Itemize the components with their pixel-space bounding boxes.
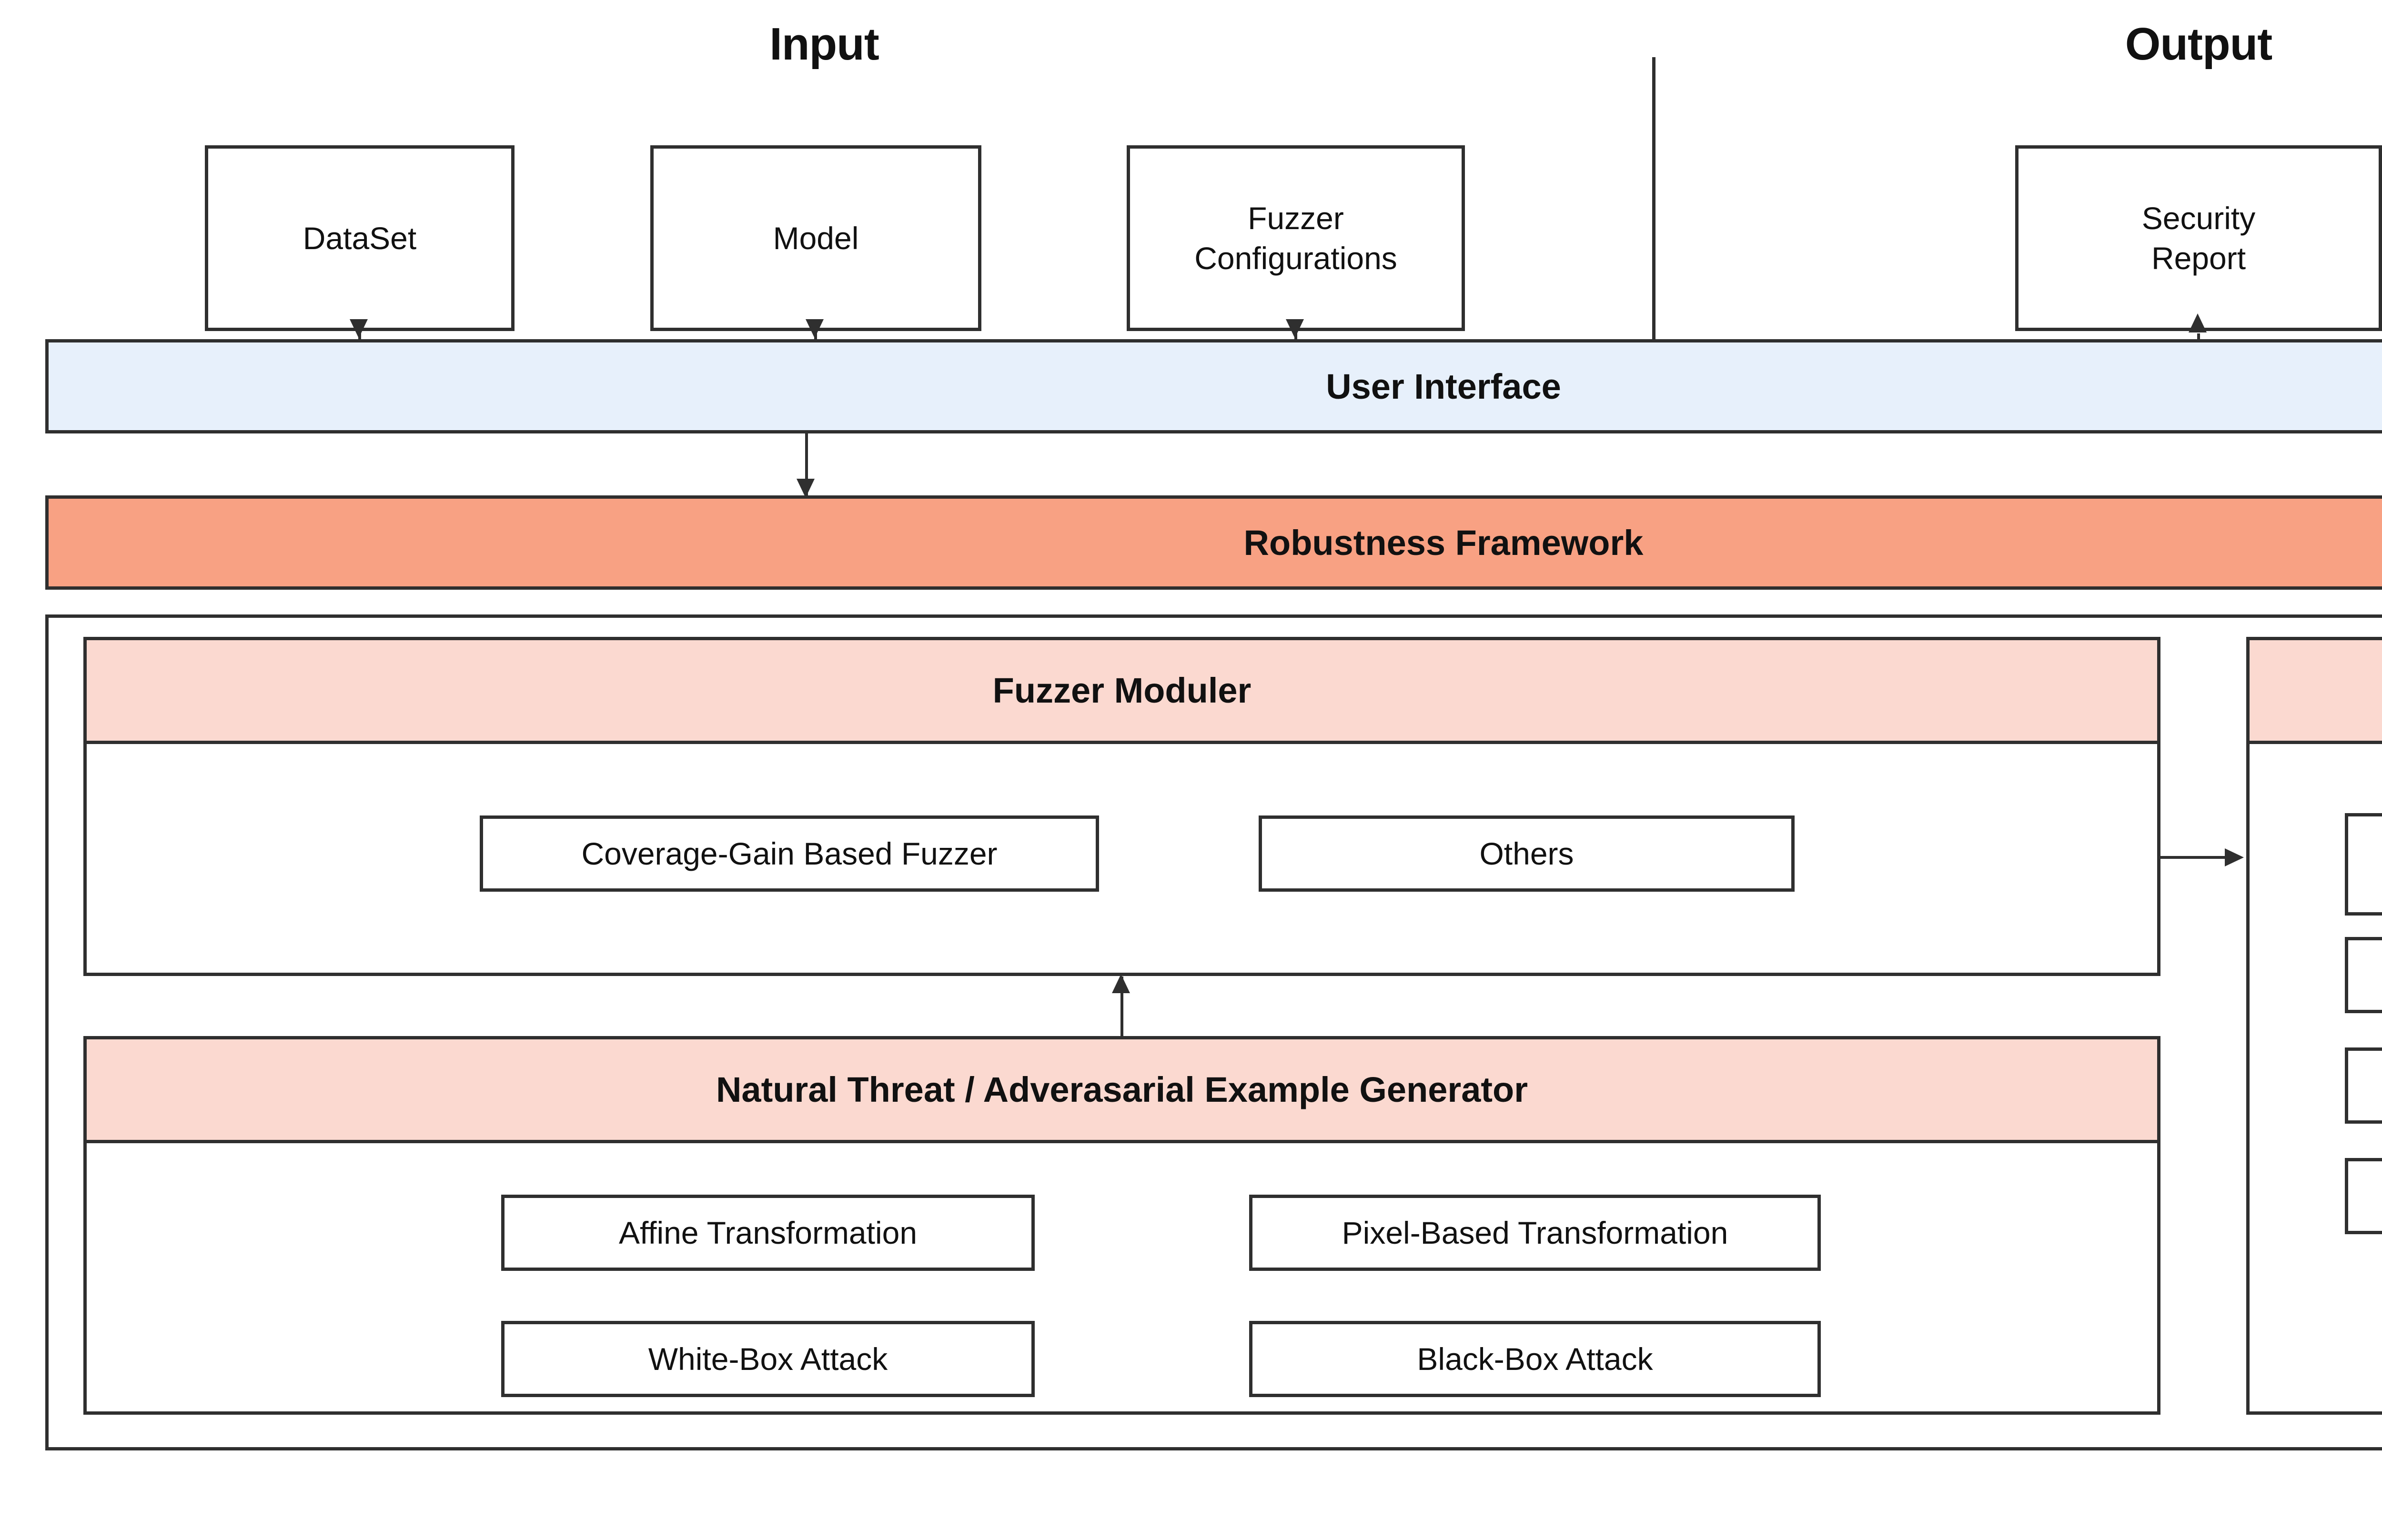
arrowhead-dataset-to-ui — [350, 319, 368, 338]
panel-evaluation-header: Evaluation — [2250, 640, 2382, 744]
bar-user-interface[interactable]: User Interface — [45, 339, 2382, 433]
output-node-security-report[interactable]: Security Report — [2015, 145, 2382, 331]
bar-robustness-framework[interactable]: Robustness Framework — [45, 495, 2382, 590]
input-node-model-label: Model — [773, 220, 859, 256]
fuzzer-item-coverage-gain-based-fuzzer[interactable]: Coverage-Gain Based Fuzzer — [480, 815, 1099, 892]
panel-fuzzer-moduler-body: Coverage-Gain Based Fuzzer Others — [87, 744, 2157, 973]
input-node-dataset-label: DataSet — [303, 220, 417, 256]
arrowhead-ui-to-robustness-framework — [797, 479, 815, 498]
bar-robustness-framework-label: Robustness Framework — [1243, 523, 1644, 563]
arrowhead-fuzzerconfig-to-ui — [1286, 319, 1304, 338]
panel-fuzzer-moduler: Fuzzer Moduler Coverage-Gain Based Fuzze… — [83, 637, 2160, 976]
connector-fuzzer-moduler-to-evaluation — [2160, 856, 2237, 859]
output-node-security-report-label-line1: Security — [2141, 200, 2256, 236]
input-node-dataset[interactable]: DataSet — [205, 145, 515, 331]
panel-threat-generator-body: Affine Transformation Pixel-Based Transf… — [87, 1143, 2157, 1411]
evaluation-item-classification-utility[interactable]: Classification Utility — [2345, 813, 2382, 916]
connector-ui-to-robustness-framework — [805, 433, 808, 517]
input-node-fuzzer-configurations-label-line2: Configurations — [1194, 241, 1397, 276]
fuzzer-item-others-label: Others — [1479, 835, 1574, 871]
input-node-fuzzer-configurations[interactable]: Fuzzer Configurations — [1127, 145, 1465, 331]
generator-item-black-box-attack-label: Black-Box Attack — [1417, 1341, 1653, 1377]
fuzzer-item-others[interactable]: Others — [1259, 815, 1795, 892]
input-section-title: Input — [769, 19, 879, 70]
panel-threat-generator-header: Natural Threat / Adverasarial Example Ge… — [87, 1039, 2157, 1143]
generator-item-pixel-based-transformation[interactable]: Pixel-Based Transformation — [1249, 1195, 1821, 1271]
generator-item-black-box-attack[interactable]: Black-Box Attack — [1249, 1321, 1821, 1397]
evaluation-item-others[interactable]: Others — [2345, 1158, 2382, 1234]
evaluation-item-attack-utility[interactable]: Attack Utility — [2345, 1047, 2382, 1124]
generator-item-pixel-based-transformation-label: Pixel-Based Transformation — [1342, 1215, 1728, 1250]
input-node-model[interactable]: Model — [650, 145, 981, 331]
arrowhead-ui-to-security-report — [2189, 313, 2207, 332]
arrowhead-generator-to-fuzzer-moduler — [1112, 974, 1130, 993]
panel-threat-generator: Natural Threat / Adverasarial Example Ge… — [83, 1036, 2160, 1415]
panel-evaluation-body: Classification Utility Coverage Utility … — [2250, 744, 2382, 1411]
arrowhead-model-to-ui — [806, 319, 824, 338]
fuzzer-item-coverage-gain-based-fuzzer-label: Coverage-Gain Based Fuzzer — [581, 835, 998, 871]
generator-item-white-box-attack[interactable]: White-Box Attack — [501, 1321, 1035, 1397]
input-node-fuzzer-configurations-label-line1: Fuzzer — [1248, 200, 1344, 236]
input-output-divider — [1652, 57, 1655, 343]
bar-user-interface-label: User Interface — [1326, 366, 1561, 406]
output-section-title: Output — [2125, 19, 2273, 70]
generator-item-white-box-attack-label: White-Box Attack — [648, 1341, 888, 1377]
panel-fuzzer-moduler-header: Fuzzer Moduler — [87, 640, 2157, 744]
panel-threat-generator-header-label: Natural Threat / Adverasarial Example Ge… — [716, 1070, 1528, 1109]
connector-generator-to-fuzzer-moduler — [1120, 976, 1123, 1036]
arrowhead-fuzzer-moduler-to-evaluation — [2225, 848, 2244, 866]
generator-item-affine-transformation-label: Affine Transformation — [618, 1215, 918, 1250]
panel-evaluation: Evaluation Classification Utility Covera… — [2246, 637, 2382, 1415]
generator-item-affine-transformation[interactable]: Affine Transformation — [501, 1195, 1035, 1271]
output-node-security-report-label-line2: Report — [2151, 241, 2246, 276]
panel-fuzzer-moduler-header-label: Fuzzer Moduler — [992, 671, 1252, 710]
evaluation-item-coverage-utility[interactable]: Coverage Utility — [2345, 937, 2382, 1013]
